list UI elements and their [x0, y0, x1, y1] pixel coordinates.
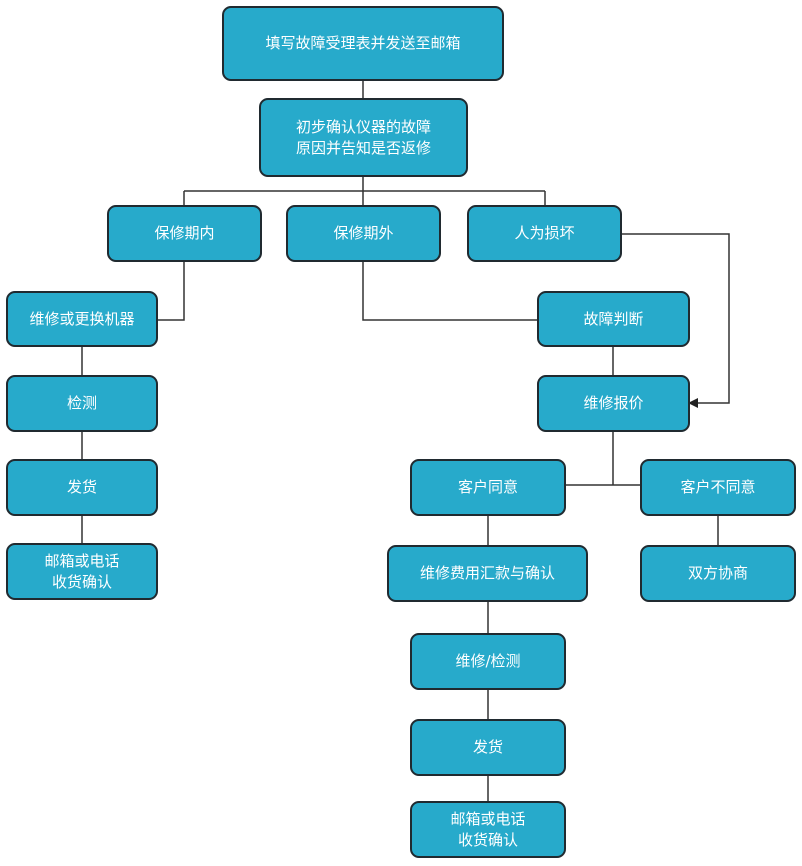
- node-payment-confirm: 维修费用汇款与确认: [387, 545, 588, 602]
- node-fault-judge: 故障判断: [537, 291, 690, 347]
- node-fill-form: 填写故障受理表并发送至邮箱: [222, 6, 504, 81]
- node-ship-right: 发货: [410, 719, 566, 776]
- node-customer-agree: 客户同意: [410, 459, 566, 516]
- line-in-warranty-to-repair-replace: [155, 262, 185, 321]
- line-human-damage-to-quote: [622, 233, 730, 408]
- node-out-warranty: 保修期外: [286, 205, 441, 262]
- node-human-damage: 人为损坏: [467, 205, 622, 262]
- node-repair-quote: 维修报价: [537, 375, 690, 432]
- node-repair-inspect: 维修/检测: [410, 633, 566, 690]
- node-in-warranty: 保修期内: [107, 205, 262, 262]
- node-inspect-left: 检测: [6, 375, 158, 432]
- node-confirm-left: 邮箱或电话 收货确认: [6, 543, 158, 600]
- node-ship-left: 发货: [6, 459, 158, 516]
- line-out-warranty-to-fault-judge: [362, 262, 537, 321]
- node-repair-replace: 维修或更换机器: [6, 291, 158, 347]
- node-negotiate: 双方协商: [640, 545, 796, 602]
- node-customer-disagree: 客户不同意: [640, 459, 796, 516]
- node-confirm-right: 邮箱或电话 收货确认: [410, 801, 566, 858]
- node-initial-confirm: 初步确认仪器的故障 原因并告知是否返修: [259, 98, 468, 177]
